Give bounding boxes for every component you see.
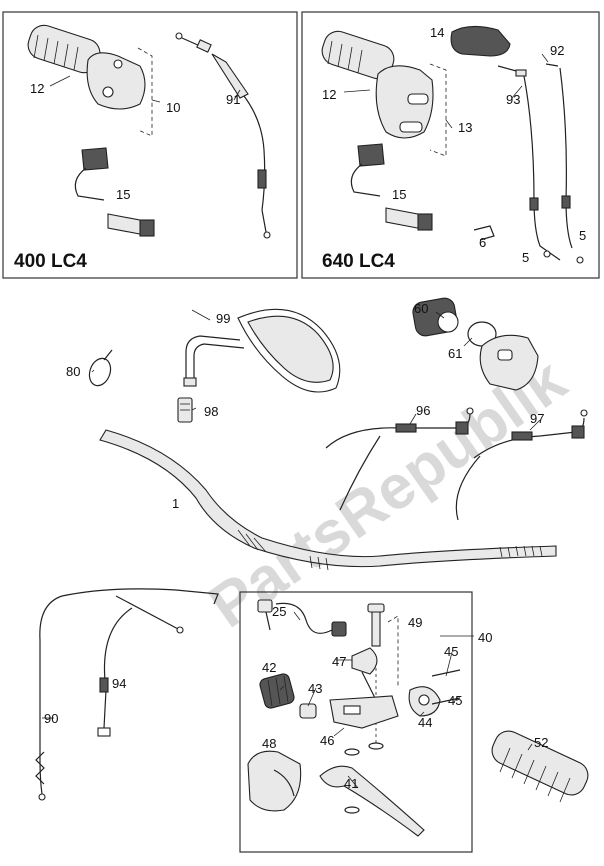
part-43-nut[interactable] xyxy=(299,703,317,719)
part-99-mirror[interactable] xyxy=(183,308,341,393)
callout-12-left: 12 xyxy=(30,81,44,96)
callout-12-right: 12 xyxy=(322,87,336,102)
callout-92: 92 xyxy=(550,43,564,58)
callout-60: 60 xyxy=(414,301,428,316)
part-41-lever[interactable] xyxy=(319,765,425,837)
part-98-adapter[interactable] xyxy=(177,397,193,423)
watermark-text: PartsRepublik xyxy=(197,345,579,641)
callout-47: 47 xyxy=(332,654,346,669)
part-94-cable[interactable] xyxy=(97,589,219,737)
callout-5-lower: 5 xyxy=(522,250,529,265)
part-42-adjuster[interactable] xyxy=(259,673,296,710)
model-label-640-lc4: 640 LC4 xyxy=(322,251,395,272)
part-92-93-throttle-cables[interactable] xyxy=(497,63,584,264)
callout-41: 41 xyxy=(344,776,358,791)
leader-10 xyxy=(151,99,161,103)
callout-1: 1 xyxy=(172,496,179,511)
callout-93: 93 xyxy=(506,92,520,107)
part-97-cable[interactable] xyxy=(455,409,588,521)
bracket-49 xyxy=(387,615,399,686)
callout-45-upper: 45 xyxy=(444,644,458,659)
callout-40: 40 xyxy=(478,630,492,645)
part-15-switch-640[interactable] xyxy=(350,143,433,231)
model-label-400-lc4: 400 LC4 xyxy=(14,251,87,272)
part-47-lever-pivot[interactable] xyxy=(351,647,378,701)
panel-640-lc4-frame xyxy=(301,11,600,279)
callout-48: 48 xyxy=(262,736,276,751)
part-90-clutch-cable[interactable] xyxy=(35,588,177,801)
part-6-clip[interactable] xyxy=(473,225,495,241)
part-12-grip-throttle-400[interactable] xyxy=(25,22,146,110)
callout-6: 6 xyxy=(479,235,486,250)
callout-96: 96 xyxy=(416,403,430,418)
callout-52: 52 xyxy=(534,735,548,750)
bracket-10 xyxy=(137,47,153,137)
part-12-grip-throttle-640[interactable] xyxy=(319,28,434,139)
leader-lines xyxy=(42,53,549,789)
callout-10: 10 xyxy=(166,100,180,115)
part-44-clamp[interactable] xyxy=(408,686,441,717)
callout-15-left: 15 xyxy=(116,187,130,202)
callout-91: 91 xyxy=(226,92,240,107)
callout-99: 99 xyxy=(216,311,230,326)
callout-13: 13 xyxy=(458,120,472,135)
callout-94: 94 xyxy=(112,676,126,691)
callout-44: 44 xyxy=(418,715,432,730)
part-45-screws[interactable] xyxy=(431,669,461,705)
part-48-boot[interactable] xyxy=(247,750,302,812)
callout-14: 14 xyxy=(430,25,444,40)
callout-97: 97 xyxy=(530,411,544,426)
callout-43: 43 xyxy=(308,681,322,696)
part-14-cover[interactable] xyxy=(450,25,511,57)
part-96-cable[interactable] xyxy=(325,407,474,511)
callout-25: 25 xyxy=(272,604,286,619)
part-1-handlebar[interactable] xyxy=(99,429,557,571)
bracket-13 xyxy=(429,63,447,157)
callout-5-upper: 5 xyxy=(579,228,586,243)
callout-45-lower: 45 xyxy=(448,693,462,708)
panel-400-lc4-frame xyxy=(2,11,298,279)
part-52-grip[interactable] xyxy=(488,726,593,803)
part-80-cable-tie[interactable] xyxy=(86,349,114,389)
callout-61: 61 xyxy=(448,346,462,361)
callout-49: 49 xyxy=(408,615,422,630)
callout-98: 98 xyxy=(204,404,218,419)
part-15-switch-400[interactable] xyxy=(74,147,155,237)
callout-46: 46 xyxy=(320,733,334,748)
part-91-throttle-cable-400[interactable] xyxy=(175,32,271,239)
part-46-master-cylinder[interactable] xyxy=(329,695,399,729)
part-25-sensor[interactable] xyxy=(257,599,347,637)
part-60-61-switch-housing[interactable] xyxy=(411,297,539,391)
callout-15-right: 15 xyxy=(392,187,406,202)
panel-clutch-assembly-frame xyxy=(239,591,473,853)
part-washers[interactable] xyxy=(344,742,384,756)
callout-80: 80 xyxy=(66,364,80,379)
callout-90: 90 xyxy=(44,711,58,726)
callout-42: 42 xyxy=(262,660,276,675)
